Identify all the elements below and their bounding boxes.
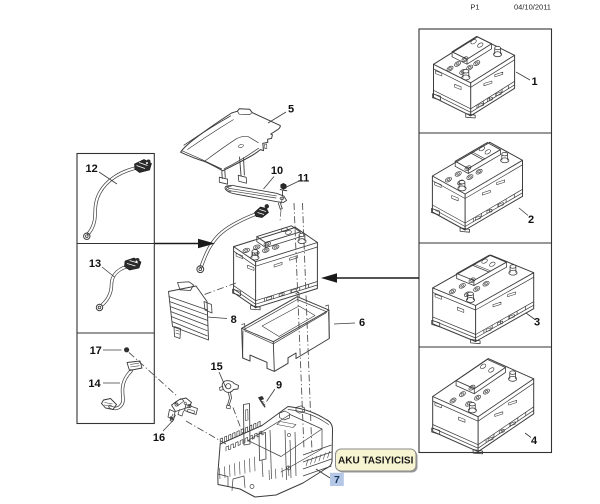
svg-text:17: 17 xyxy=(90,345,102,357)
svg-text:1: 1 xyxy=(531,76,537,88)
svg-text:9: 9 xyxy=(276,379,282,391)
svg-text:15: 15 xyxy=(210,361,222,373)
svg-text:5: 5 xyxy=(288,103,294,115)
svg-text:P1: P1 xyxy=(470,2,479,11)
svg-text:13: 13 xyxy=(89,258,101,270)
svg-text:14: 14 xyxy=(88,378,101,390)
svg-text:2: 2 xyxy=(528,214,534,226)
svg-text:11: 11 xyxy=(298,172,310,184)
svg-text:6: 6 xyxy=(359,317,365,329)
svg-text:AKU TASIYICISI: AKU TASIYICISI xyxy=(338,456,414,467)
svg-text:12: 12 xyxy=(85,163,97,175)
svg-text:8: 8 xyxy=(231,314,237,326)
svg-text:4: 4 xyxy=(531,435,538,447)
svg-text:16: 16 xyxy=(153,432,165,444)
svg-text:04/10/2011: 04/10/2011 xyxy=(514,2,551,11)
svg-text:3: 3 xyxy=(534,316,540,328)
svg-text:10: 10 xyxy=(271,165,283,177)
svg-text:7: 7 xyxy=(334,474,340,486)
